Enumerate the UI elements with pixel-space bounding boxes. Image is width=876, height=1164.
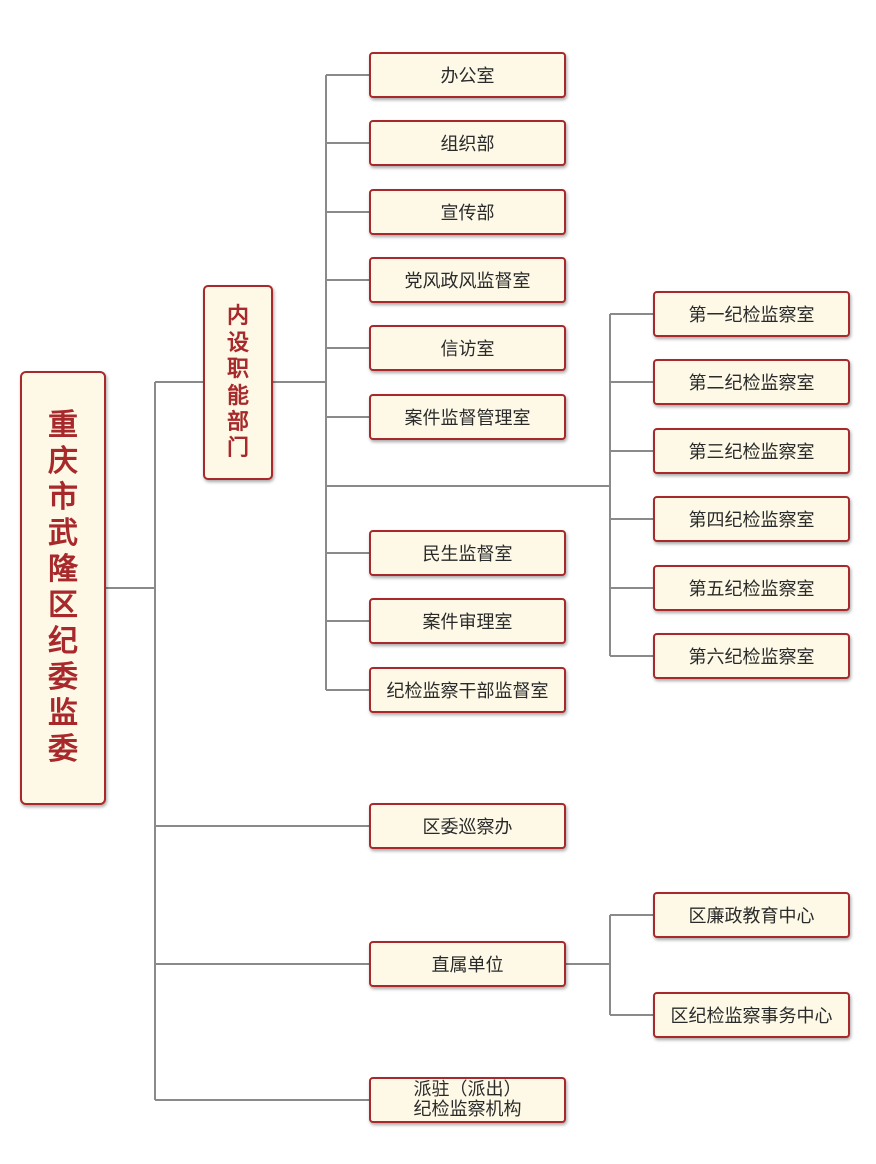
office-node: 宣传部 bbox=[369, 189, 566, 235]
stationed-line1: 派驻（派出） bbox=[413, 1079, 522, 1100]
office-node: 民生监督室 bbox=[369, 530, 566, 576]
office-node: 办公室 bbox=[369, 52, 566, 98]
affiliated-unit-node: 区纪检监察事务中心 bbox=[653, 992, 850, 1038]
internal-dept-node: 内设职能部门 bbox=[203, 285, 273, 480]
office-node: 纪检监察干部监督室 bbox=[369, 667, 566, 713]
affiliated-unit-node: 区廉政教育中心 bbox=[653, 892, 850, 938]
root-node: 重庆市武隆区纪委监委 bbox=[20, 371, 106, 805]
inspection-office-node: 第六纪检监察室 bbox=[653, 633, 850, 679]
affiliated-units-node: 直属单位 bbox=[369, 941, 566, 987]
inspection-office-node: 第五纪检监察室 bbox=[653, 565, 850, 611]
stationed-agencies-node: 派驻（派出） 纪检监察机构 bbox=[369, 1077, 566, 1123]
office-node: 信访室 bbox=[369, 325, 566, 371]
office-node: 案件监督管理室 bbox=[369, 394, 566, 440]
stationed-line2: 纪检监察机构 bbox=[413, 1099, 522, 1120]
inspection-office-node: 第四纪检监察室 bbox=[653, 496, 850, 542]
inspection-office-node: 第二纪检监察室 bbox=[653, 359, 850, 405]
office-node: 组织部 bbox=[369, 120, 566, 166]
patrol-office-node: 区委巡察办 bbox=[369, 803, 566, 849]
office-node: 党风政风监督室 bbox=[369, 257, 566, 303]
inspection-office-node: 第三纪检监察室 bbox=[653, 428, 850, 474]
inspection-office-node: 第一纪检监察室 bbox=[653, 291, 850, 337]
internal-dept-label: 内设职能部门 bbox=[226, 303, 249, 462]
office-node: 案件审理室 bbox=[369, 598, 566, 644]
root-label: 重庆市武隆区纪委监委 bbox=[48, 408, 78, 767]
